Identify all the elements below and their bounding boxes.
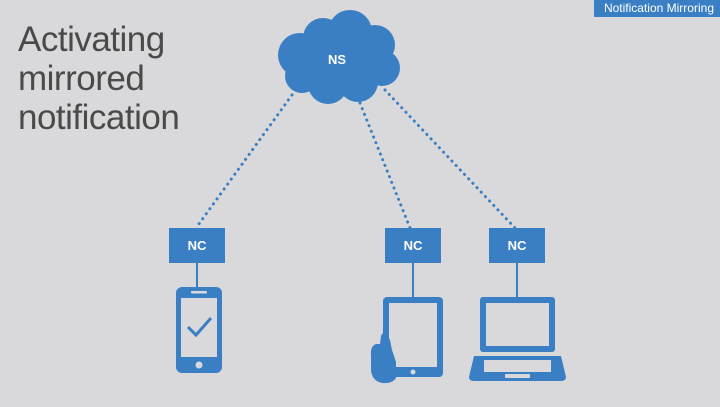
nc-node-3: NC (489, 228, 545, 263)
connector-ns-to-nc-1 (194, 93, 294, 230)
nc-node-2: NC (385, 228, 441, 263)
smartphone-icon (176, 287, 222, 373)
checkmark-icon (186, 317, 213, 338)
nc-2-label: NC (404, 238, 423, 253)
nc-3-label: NC (508, 238, 527, 253)
ns-node: NS (278, 10, 400, 104)
connector-ns-to-nc-2 (358, 101, 412, 230)
nc-node-1: NC (169, 228, 225, 263)
nc-1-label: NC (188, 238, 207, 253)
slide-title: Activating mirrored notification (18, 20, 180, 137)
cloud-icon (278, 10, 400, 104)
section-tag: Notification Mirroring (593, 0, 720, 17)
laptop-icon (469, 297, 566, 381)
connector-ns-to-nc-3 (383, 88, 517, 230)
title-line-2: mirrored (18, 59, 145, 98)
ns-label: NS (328, 52, 346, 67)
title-line-1: Activating (18, 20, 165, 59)
tablet-icon (383, 297, 443, 377)
hand-icon (370, 332, 396, 384)
title-line-3: notification (18, 98, 180, 137)
